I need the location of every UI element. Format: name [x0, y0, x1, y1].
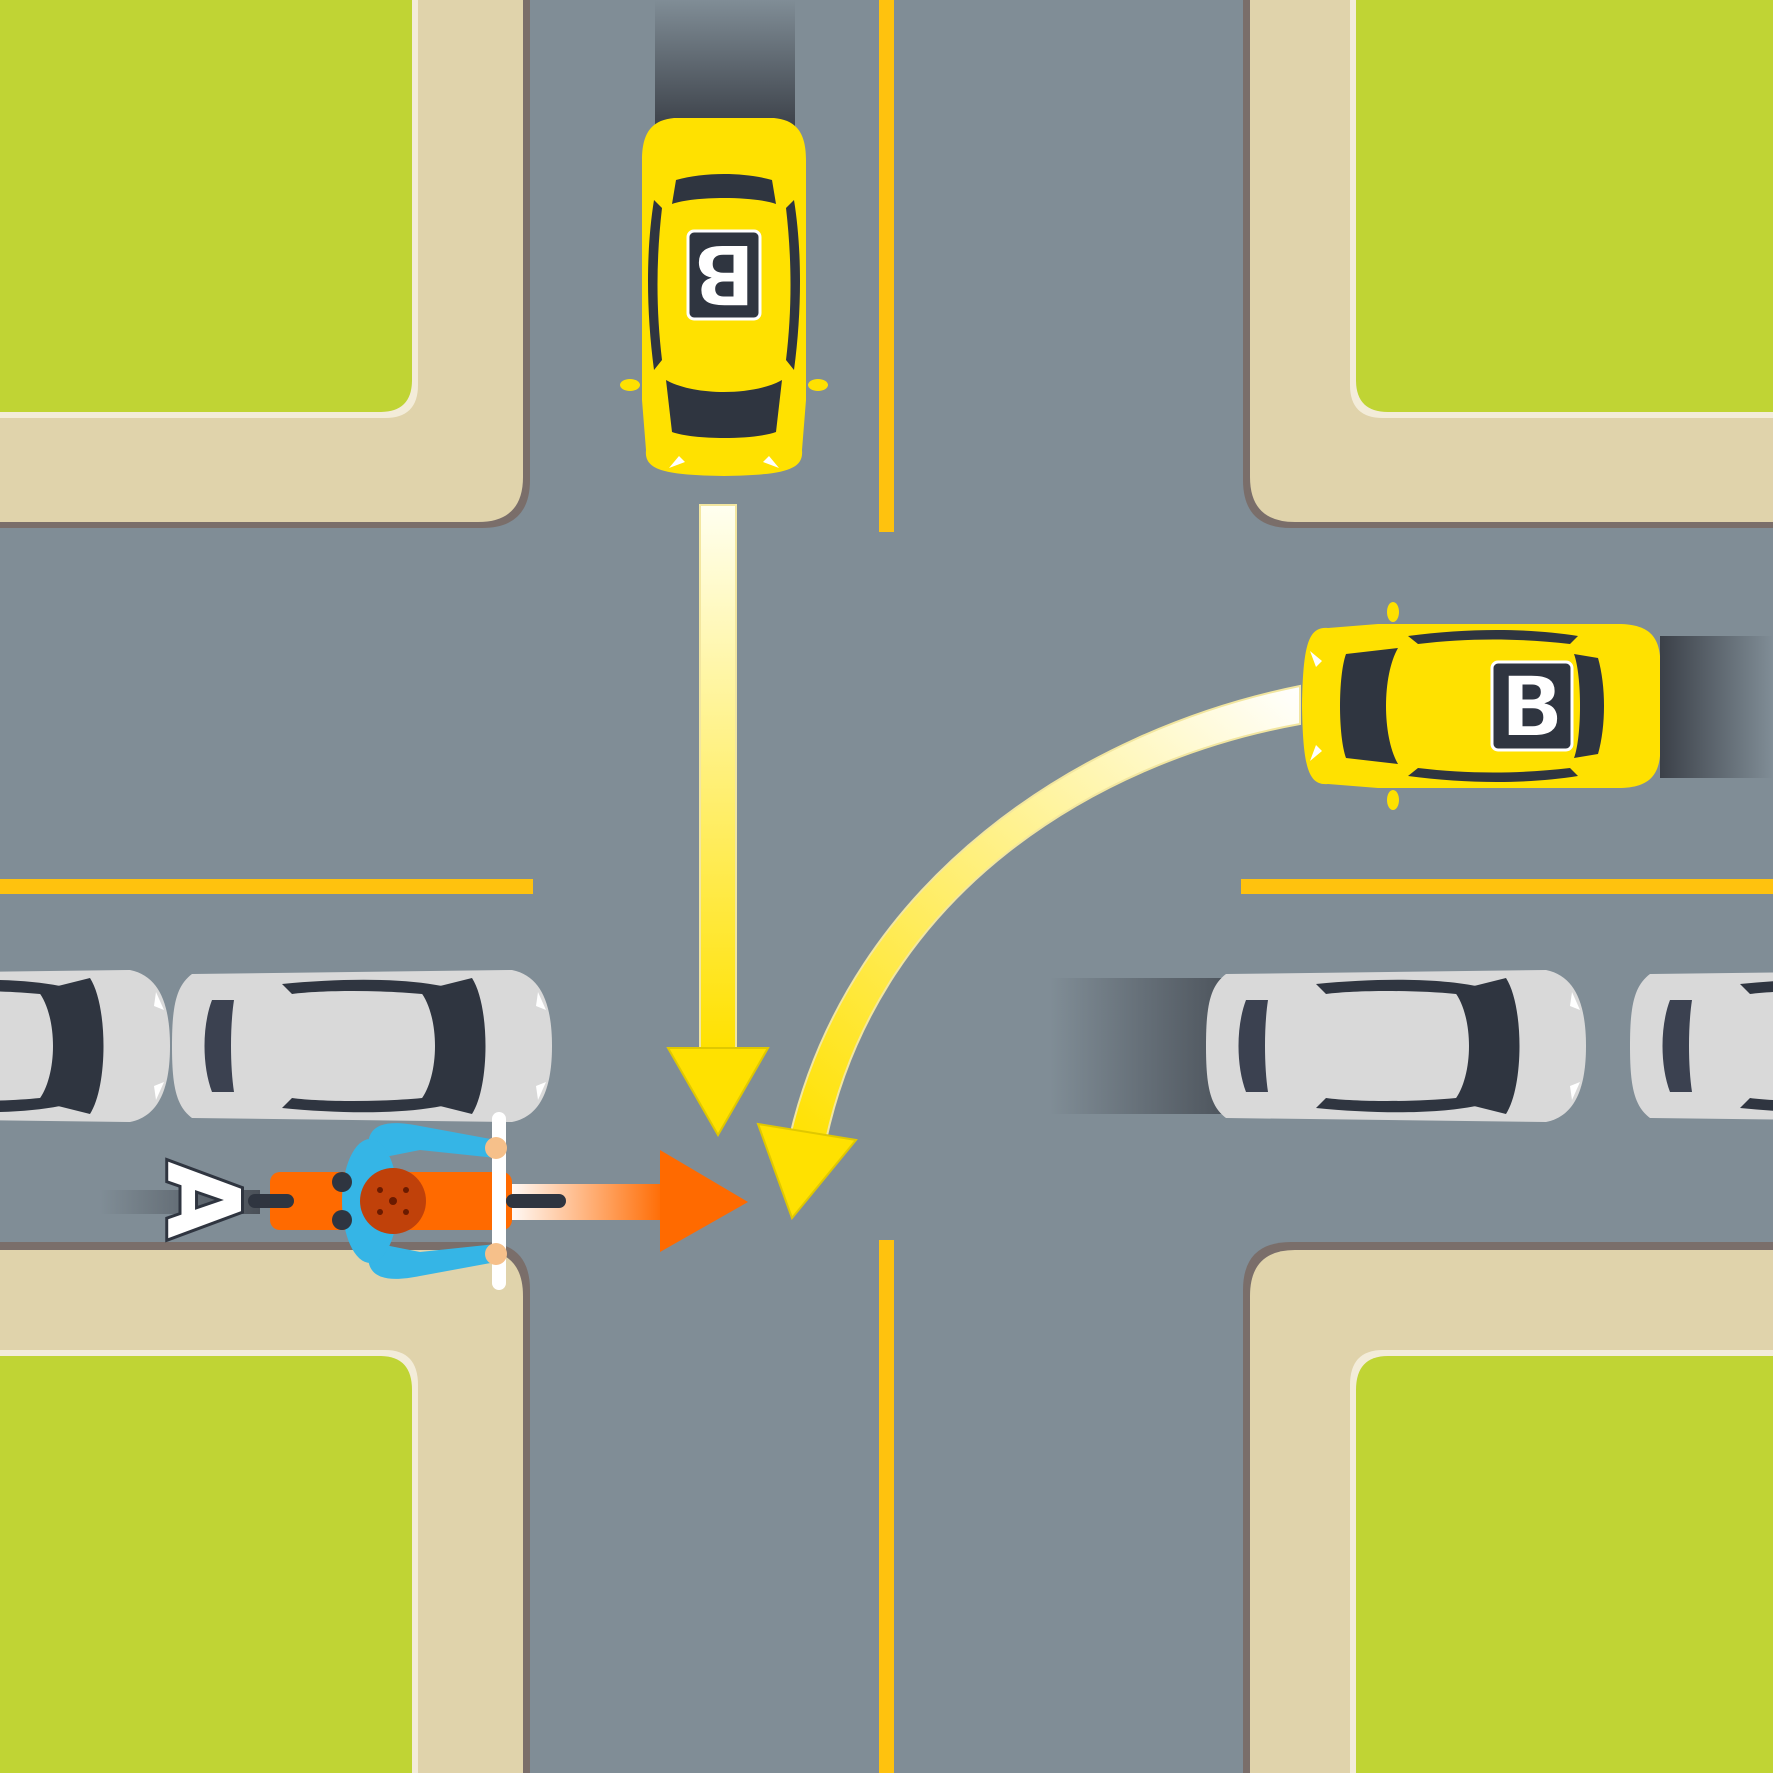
arrow-cyclist-east — [505, 1150, 748, 1252]
center-line-south — [879, 1240, 894, 1773]
car-b-north-trail — [655, 0, 795, 130]
white-car-icon — [0, 970, 170, 1122]
white-car-west-2 — [172, 970, 552, 1122]
arrow-curved-left-turn — [756, 684, 1301, 1220]
arrow-straight-south — [666, 504, 770, 1138]
corner-top-right — [1243, 0, 1773, 528]
car-b-east-trail — [1660, 636, 1773, 778]
white-car-east-1 — [1206, 970, 1586, 1122]
label-a: A — [144, 1161, 261, 1238]
grass-top-left — [0, 0, 412, 412]
white-car-icon — [172, 970, 552, 1122]
yellow-car-icon — [1302, 602, 1660, 810]
corner-bottom-left — [0, 1242, 530, 1773]
white-car-icon — [1630, 970, 1773, 1122]
label-a-badge: A — [141, 1158, 264, 1241]
label-b-east-badge: B — [1490, 657, 1574, 757]
grass-top-right — [1356, 0, 1773, 412]
label-b-north-badge: B — [686, 224, 762, 324]
center-line-north — [879, 0, 894, 532]
white-car-icon — [1206, 970, 1586, 1122]
white-car-west-1 — [0, 970, 170, 1122]
corner-top-left — [0, 0, 530, 528]
center-line-west — [0, 879, 533, 894]
corner-bottom-right — [1243, 1242, 1773, 1773]
center-line-east — [1241, 879, 1773, 894]
label-b-east: B — [1500, 658, 1564, 756]
arrow-icon — [666, 1047, 770, 1138]
cyclist-icon — [248, 1112, 566, 1290]
arrow-icon — [756, 1122, 858, 1220]
grass-bottom-right — [1356, 1356, 1773, 1773]
label-b-north: B — [692, 225, 756, 323]
cyclist-a — [248, 1112, 566, 1290]
white-car-east-2 — [1630, 970, 1773, 1122]
grass-bottom-left — [0, 1356, 412, 1773]
cyclist-trail — [100, 1190, 260, 1214]
arrow-icon — [660, 1150, 748, 1252]
car-b-east — [1302, 602, 1660, 810]
